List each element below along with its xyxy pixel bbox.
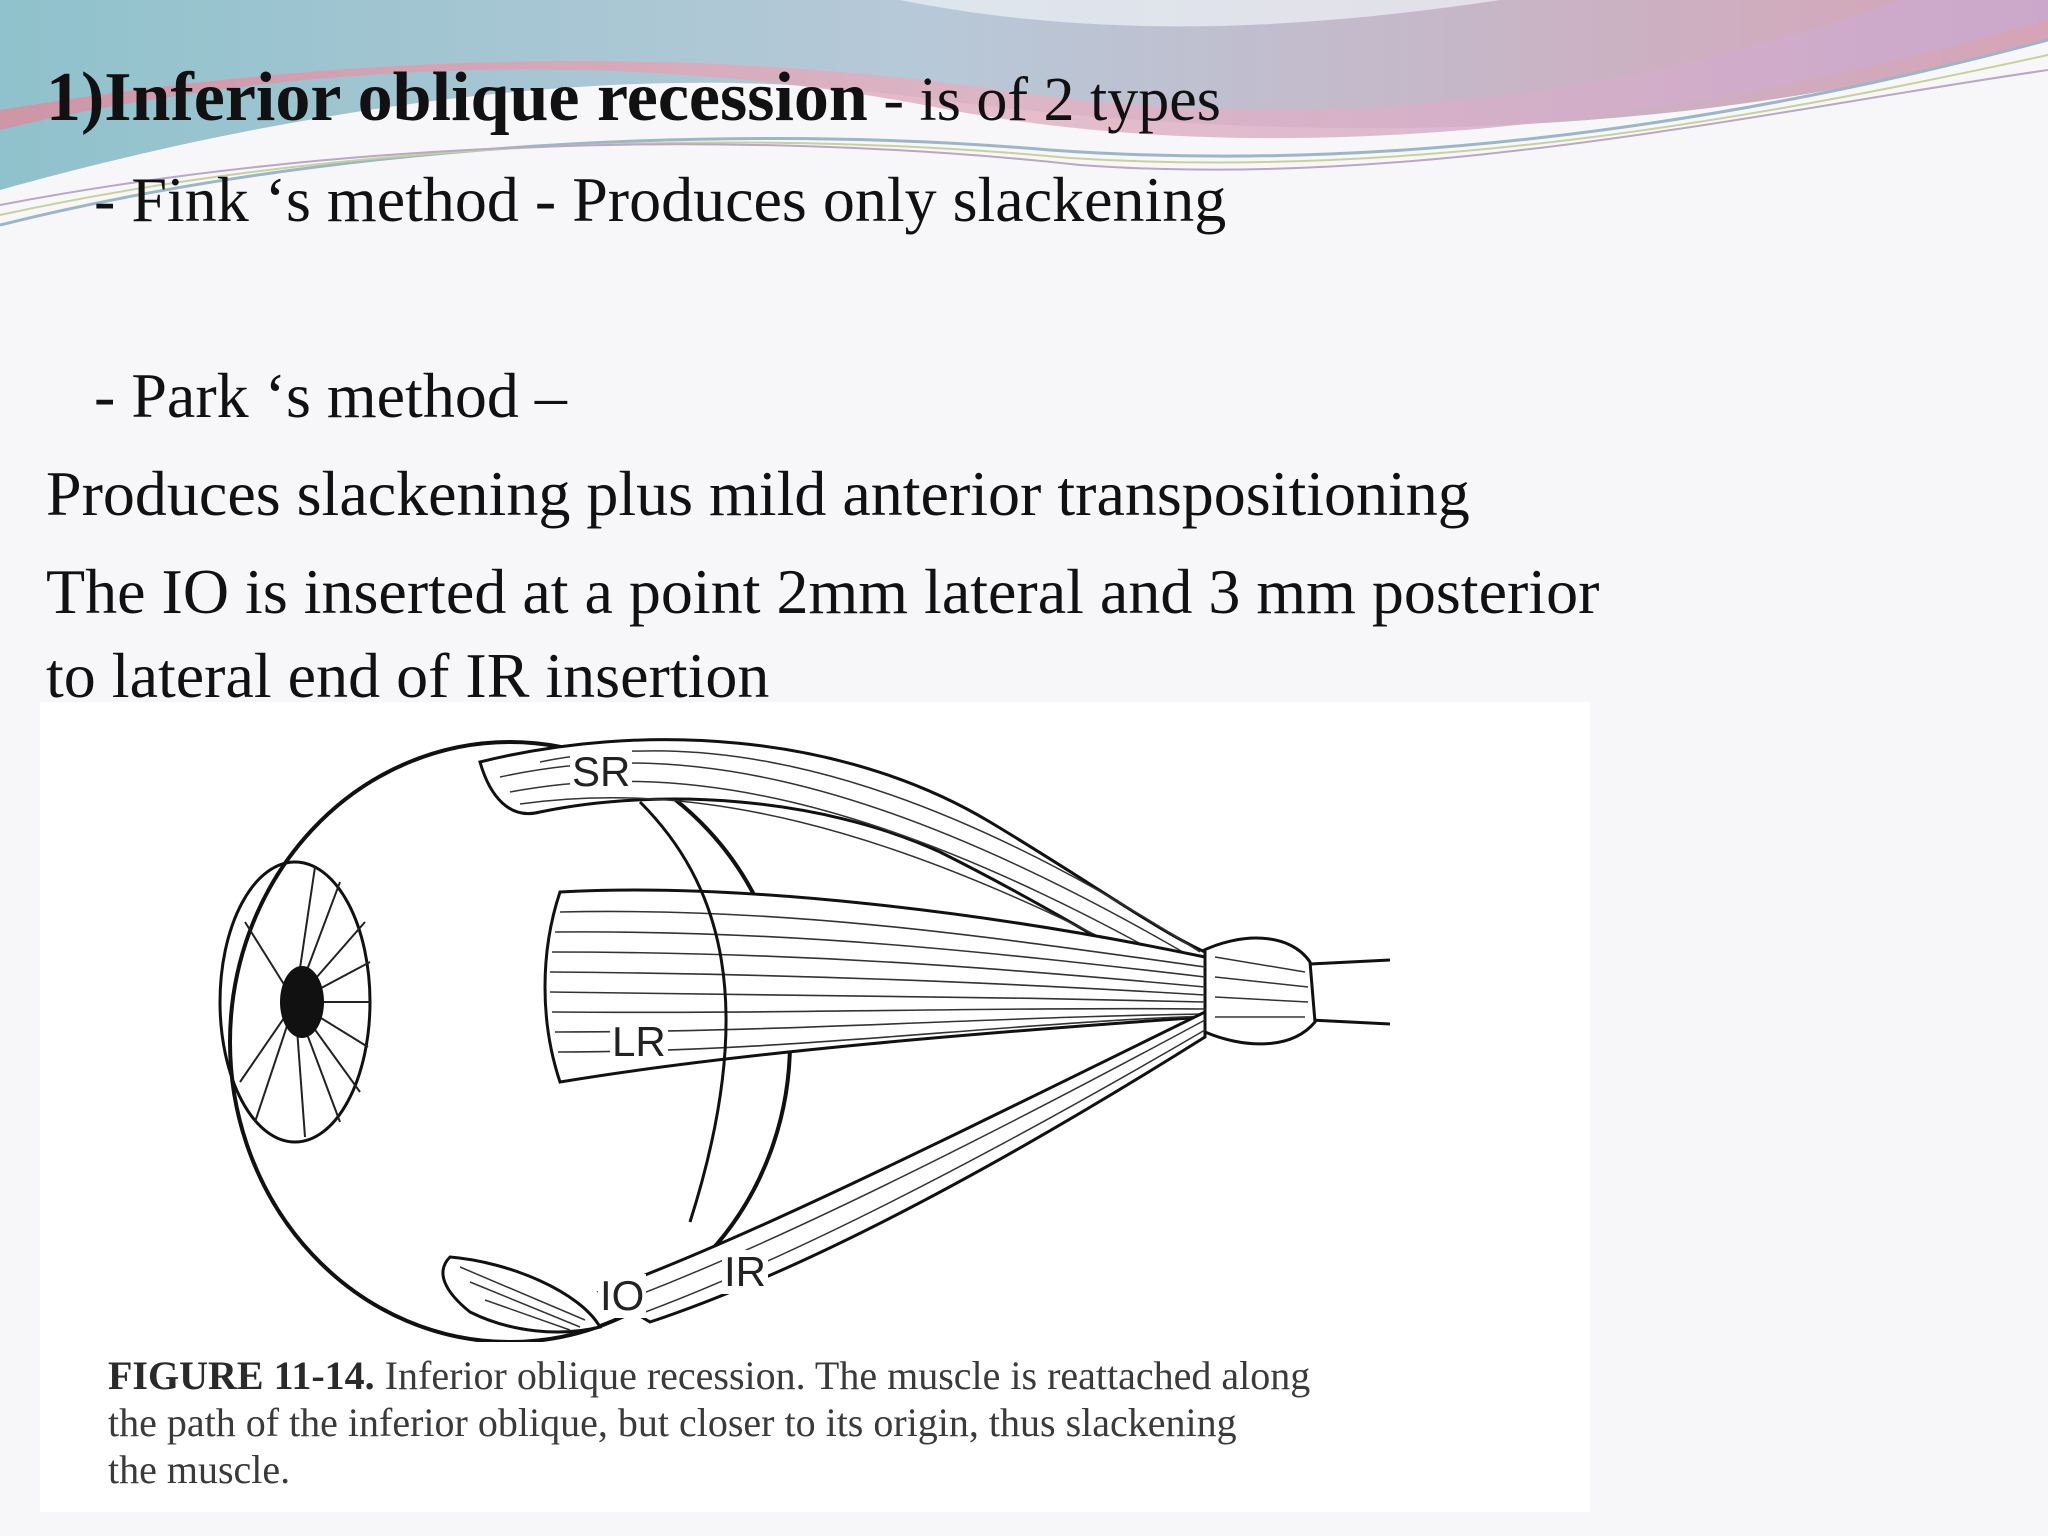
io-insertion-line-1: The IO is inserted at a point 2mm latera… xyxy=(46,556,1600,627)
fink-method-line: - Fink ‘s method - Produces only slacken… xyxy=(94,164,1227,235)
annulus-of-zinn xyxy=(1198,936,1317,1046)
figure-caption: FIGURE 11-14. Inferior oblique recession… xyxy=(108,1352,1568,1493)
inferior-rectus-muscle xyxy=(596,1009,1207,1324)
caption-text-1: Inferior oblique recession. The muscle i… xyxy=(374,1353,1311,1398)
eye-muscle-figure: SR LR IO IR FIGURE 11-14. Inferior obliq… xyxy=(40,702,1590,1512)
caption-line-2: the path of the inferior oblique, but cl… xyxy=(108,1400,1237,1445)
label-inferior-oblique: IO xyxy=(598,1272,647,1319)
heading-title: 1)Inferior oblique recession xyxy=(46,59,868,136)
figure-number: FIGURE 11-14. xyxy=(108,1353,375,1398)
label-superior-rectus: SR xyxy=(570,748,633,795)
decorative-wave-banner xyxy=(0,0,2048,227)
lateral-rectus-fibers xyxy=(549,910,1206,1053)
caption-line-3: the muscle. xyxy=(108,1447,291,1492)
park-method-description: Produces slackening plus mild anterior t… xyxy=(46,458,1470,529)
heading-subtitle: - is of 2 types xyxy=(867,66,1221,134)
caption-line-1: FIGURE 11-14. Inferior oblique recession… xyxy=(108,1352,1568,1399)
lateral-rectus-muscle xyxy=(543,888,1207,1084)
label-inferior-rectus: IR xyxy=(722,1248,768,1295)
inferior-oblique-muscle xyxy=(441,1255,603,1334)
label-lateral-rectus: LR xyxy=(610,1018,668,1065)
optic-nerve xyxy=(1309,958,1391,1026)
eye-illustration xyxy=(218,738,1391,1342)
io-insertion-line-2: to lateral end of IR insertion xyxy=(46,640,770,711)
park-method-line: - Park ‘s method – xyxy=(94,360,567,431)
pupil xyxy=(280,966,324,1038)
slide-heading: 1)Inferior oblique recession - is of 2 t… xyxy=(46,62,1221,136)
